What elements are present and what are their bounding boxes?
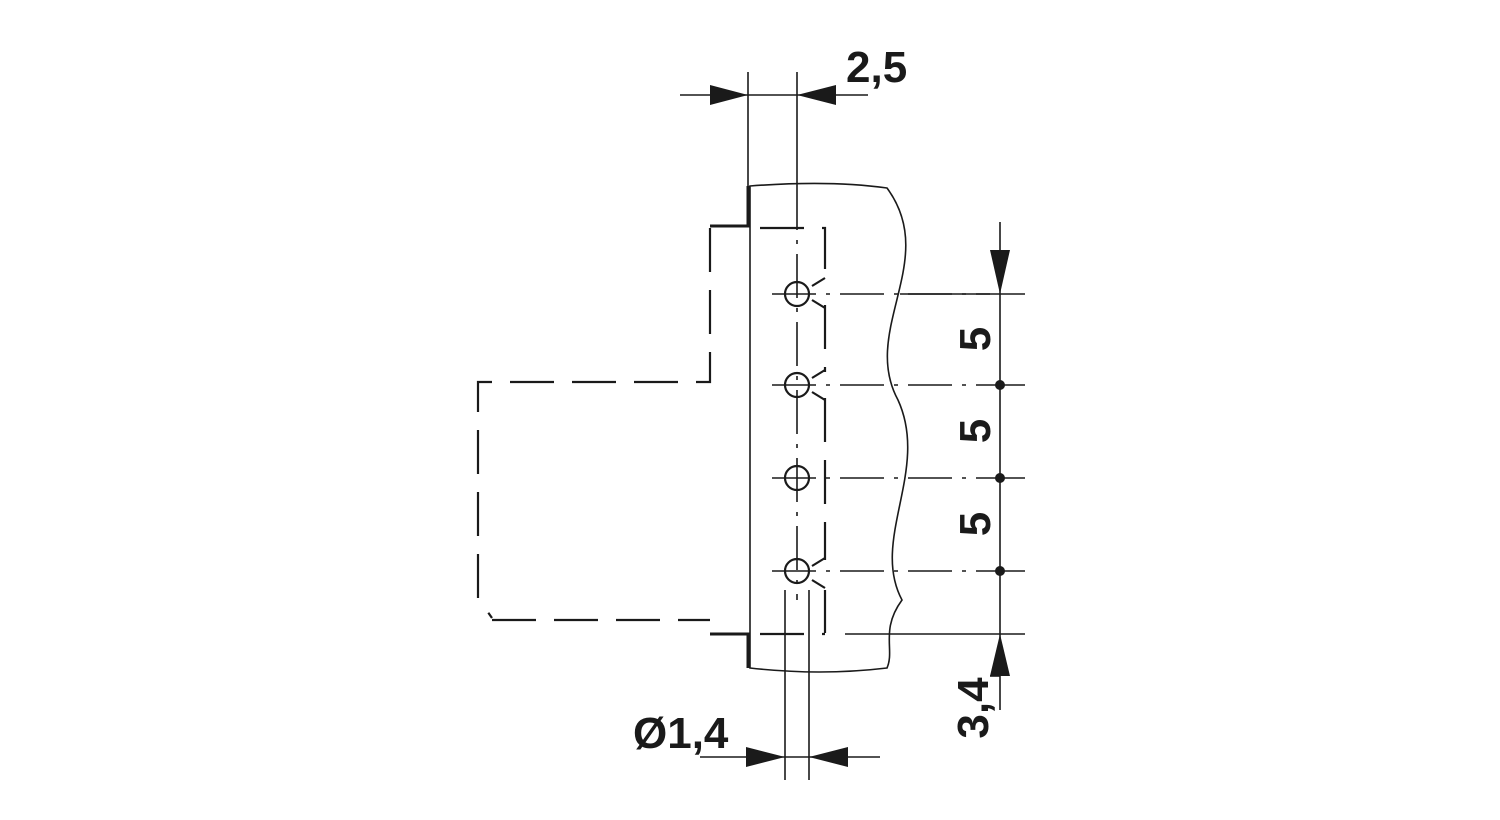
- pin-hole: [783, 280, 811, 308]
- housing-outline: [710, 186, 750, 668]
- edge-offset-label: 3,4: [949, 677, 998, 739]
- hole-diameter-dimension: [700, 590, 880, 780]
- pitch-label: 5: [951, 512, 1000, 536]
- pitch-label: 5: [951, 327, 1000, 351]
- dimension-arrow-up: [990, 634, 1010, 676]
- pin-hole: [783, 557, 811, 585]
- pitch-dimension-chain: [845, 222, 1025, 710]
- pitch-label: 5: [951, 419, 1000, 443]
- housing-hidden-outline: [476, 226, 827, 636]
- pin-hole: [783, 371, 811, 399]
- dimension-label-2-5: 2,5: [846, 43, 907, 92]
- dimension-arrow-down: [990, 250, 1010, 294]
- board-outline: [749, 182, 909, 673]
- dimension-label-hole-diameter: Ø1,4: [633, 709, 729, 758]
- pin-hole: [783, 464, 811, 492]
- row-offset-dimension: [680, 72, 868, 186]
- contact-springs: [811, 277, 826, 589]
- pin-holes: [783, 280, 811, 585]
